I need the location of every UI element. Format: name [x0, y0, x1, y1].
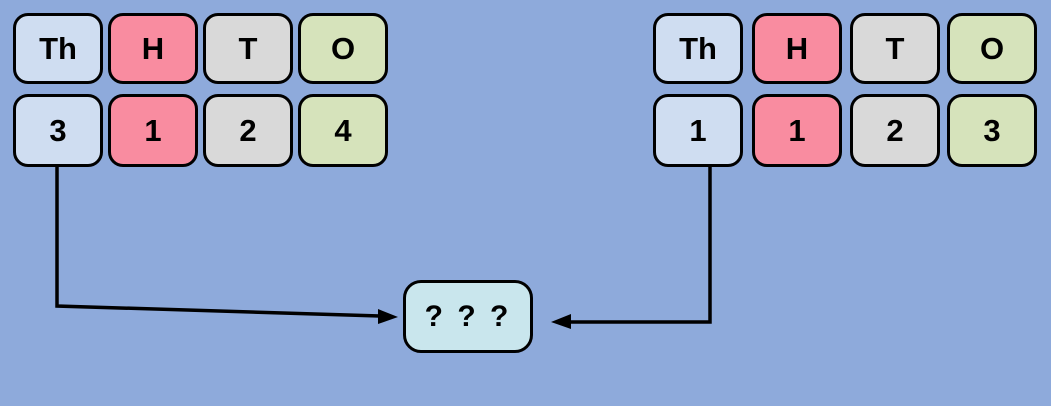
right-value-ones: 3	[947, 94, 1037, 167]
left-value-tens: 2	[203, 94, 293, 167]
right-value-hundreds: 1	[752, 94, 842, 167]
left-value-ones: 4	[298, 94, 388, 167]
right-value-thousands: 1	[653, 94, 743, 167]
mystery-result-box: ? ? ?	[403, 280, 533, 353]
left-thousands-arrow	[55, 167, 398, 324]
right-header-tens: T	[850, 13, 940, 84]
left-header-tens: T	[203, 13, 293, 84]
right-thousands-arrow	[551, 167, 712, 329]
right-header-ones: O	[947, 13, 1037, 84]
left-value-hundreds: 1	[108, 94, 198, 167]
right-header-thousands: Th	[653, 13, 743, 84]
left-header-ones: O	[298, 13, 388, 84]
right-value-tens: 2	[850, 94, 940, 167]
left-header-thousands: Th	[13, 13, 103, 84]
left-value-thousands: 3	[13, 94, 103, 167]
right-header-hundreds: H	[752, 13, 842, 84]
left-header-hundreds: H	[108, 13, 198, 84]
